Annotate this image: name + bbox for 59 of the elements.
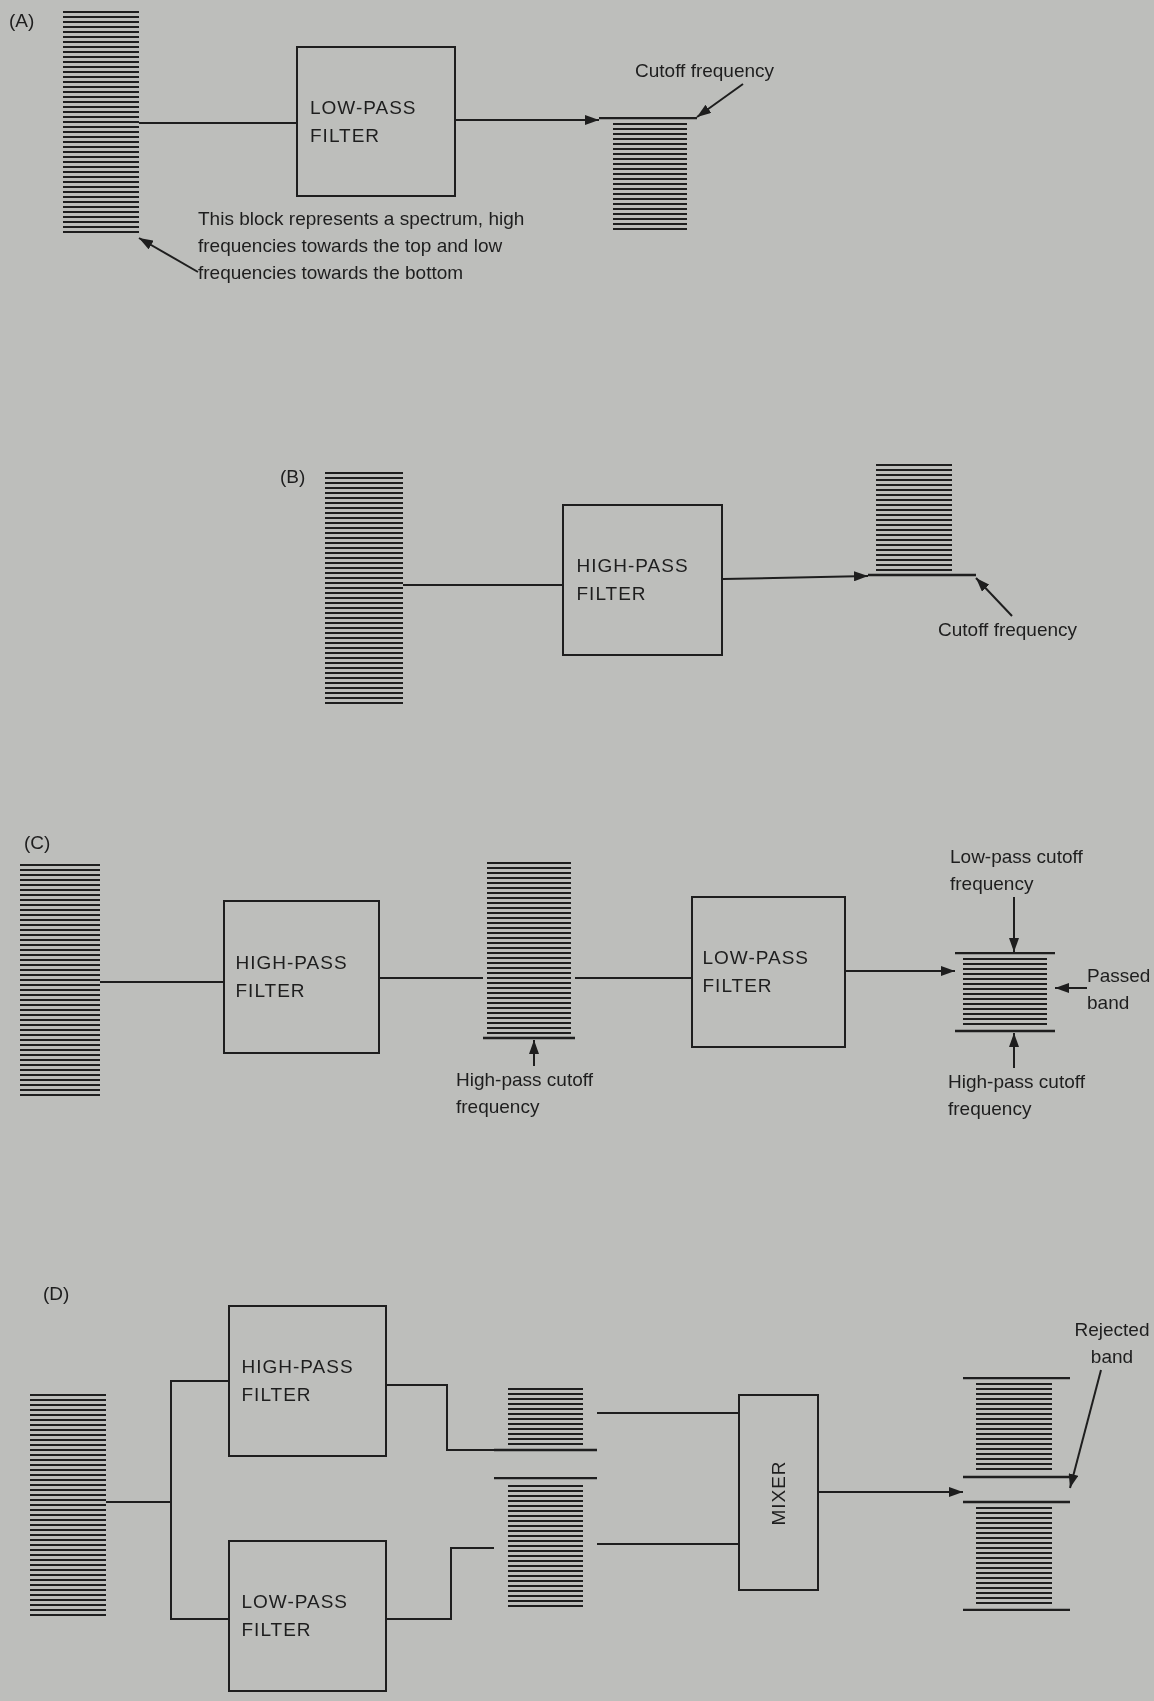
arrow [1009, 896, 1019, 953]
filter-box [228, 1540, 387, 1692]
spectrum-block [494, 1477, 597, 1607]
box-label: LOW-PASS FILTER [310, 95, 418, 148]
panel-label: (C) [24, 832, 51, 854]
connector-line [386, 1547, 495, 1620]
connector-line [138, 122, 297, 124]
filter-box [296, 46, 456, 197]
spectrum-block [30, 1394, 106, 1616]
panel-label: (B) [280, 466, 306, 488]
spectrum-block [483, 862, 575, 1040]
box-label: LOW-PASS FILTER [702, 946, 811, 998]
annotation-text: Passed band [1087, 962, 1154, 1016]
connector-line [596, 1543, 739, 1545]
arrow [845, 966, 956, 976]
arrow [696, 83, 744, 118]
arrow [1054, 983, 1088, 993]
arrow [722, 571, 869, 582]
annotation-text: High-pass cutoff frequency [456, 1066, 626, 1120]
arrow [1068, 1369, 1102, 1489]
spectrum-block [599, 117, 697, 233]
annotation-text: Rejected band [1072, 1316, 1152, 1370]
filter-box [691, 896, 846, 1048]
spectrum-block [494, 1388, 597, 1452]
spectrum-block [63, 11, 139, 236]
annotation-text: High-pass cutoff frequency [948, 1068, 1118, 1122]
mixer-box [738, 1394, 819, 1591]
box-label: HIGH-PASS FILTER [576, 554, 690, 606]
annotation-text: This block represents a spectrum, high frequencies towards the top and low frequencies towards the bottom [198, 205, 543, 286]
panel-label: (A) [9, 10, 35, 32]
spectrum-block [955, 952, 1055, 1033]
connector-line [386, 1384, 495, 1451]
annotation-text: Cutoff frequency [635, 57, 775, 84]
box-label: MIXER [766, 1459, 790, 1526]
annotation-text: Low-pass cutoff frequency [950, 843, 1120, 897]
spectrum-block [20, 864, 100, 1098]
arrow [1009, 1032, 1019, 1069]
connector-line [574, 977, 692, 979]
annotation-text: Cutoff frequency [938, 616, 1078, 643]
connector-line [105, 1501, 229, 1620]
spectrum-block [868, 464, 976, 577]
arrow [818, 1487, 964, 1497]
connector-line [99, 981, 224, 983]
arrow [455, 115, 600, 125]
arrow [529, 1039, 539, 1067]
filter-box [228, 1305, 387, 1457]
filter-box [562, 504, 723, 656]
connector-line [379, 977, 484, 979]
arrow [138, 237, 199, 273]
spectrum-block [963, 1377, 1070, 1611]
arrow [975, 577, 1013, 617]
spectrum-block [325, 472, 403, 705]
panel-label: (D) [43, 1283, 70, 1305]
box-label: LOW-PASS FILTER [241, 1590, 350, 1642]
box-label: HIGH-PASS FILTER [241, 1355, 355, 1407]
connector-line [596, 1412, 739, 1414]
connector-line [402, 584, 563, 586]
filter-box [223, 900, 380, 1054]
box-label: HIGH-PASS FILTER [235, 951, 349, 1003]
